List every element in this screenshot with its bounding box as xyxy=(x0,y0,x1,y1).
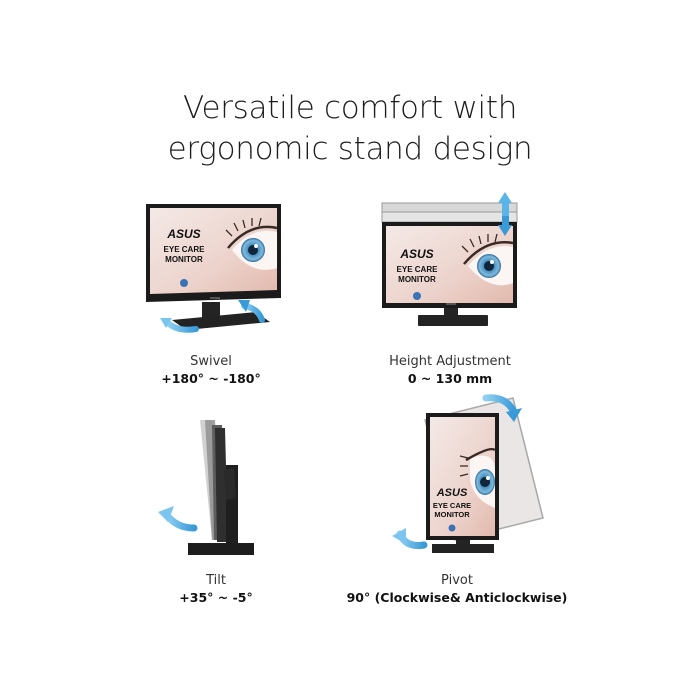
feature-swivel-value: +180° ~ -180° xyxy=(161,371,261,386)
feature-height: Height Adjustment 0 ~ 130 mm xyxy=(330,353,570,387)
headline-line-2: ergonomic stand design xyxy=(167,131,533,167)
feature-pivot-name: Pivot xyxy=(441,573,473,588)
tilt-stand-base xyxy=(188,543,254,555)
pivot-arrow-clockwise xyxy=(482,394,518,416)
swivel-monitor: ASUS EYE CARE MONITOR xyxy=(146,204,281,302)
feature-tilt-value: +35° ~ -5° xyxy=(179,590,253,605)
swivel-brand-line2: MONITOR xyxy=(165,255,203,264)
pivot-brand-line2: MONITOR xyxy=(434,510,470,519)
feature-pivot-value: 90° (Clockwise& Anticlockwise) xyxy=(346,590,568,605)
height-illustration: ASUS EYE CARE MONITOR xyxy=(381,192,518,326)
feature-height-value: 0 ~ 130 mm xyxy=(407,371,493,386)
swivel-illustration: ASUS EYE CARE MONITOR xyxy=(146,204,281,333)
pivot-brand-logo: ASUS xyxy=(436,487,468,499)
headline-line-1: Versatile comfort with xyxy=(182,90,518,126)
headline: Versatile comfort with ergonomic stand d… xyxy=(0,88,700,170)
height-arrow xyxy=(498,192,512,236)
pivot-brand-line1: EYE CARE xyxy=(433,501,471,510)
swivel-arrow-left xyxy=(165,320,199,333)
feature-height-name: Height Adjustment xyxy=(389,354,511,369)
pivot-illustration: ASUS EYE CARE MONITOR xyxy=(392,394,544,553)
swivel-brand-logo: ASUS xyxy=(166,227,200,241)
height-brand-line2: MONITOR xyxy=(398,275,436,284)
feature-swivel-name: Swivel xyxy=(190,354,232,369)
swivel-brand-line1: EYE CARE xyxy=(164,245,206,254)
feature-pivot: Pivot 90° (Clockwise& Anticlockwise) xyxy=(337,572,577,606)
height-brand-logo: ASUS xyxy=(399,247,433,261)
height-brand-line1: EYE CARE xyxy=(397,265,439,274)
feature-swivel: Swivel +180° ~ -180° xyxy=(91,353,331,387)
feature-tilt: Tilt +35° ~ -5° xyxy=(96,572,336,606)
tilt-illustration xyxy=(158,420,254,555)
feature-tilt-name: Tilt xyxy=(206,573,226,588)
